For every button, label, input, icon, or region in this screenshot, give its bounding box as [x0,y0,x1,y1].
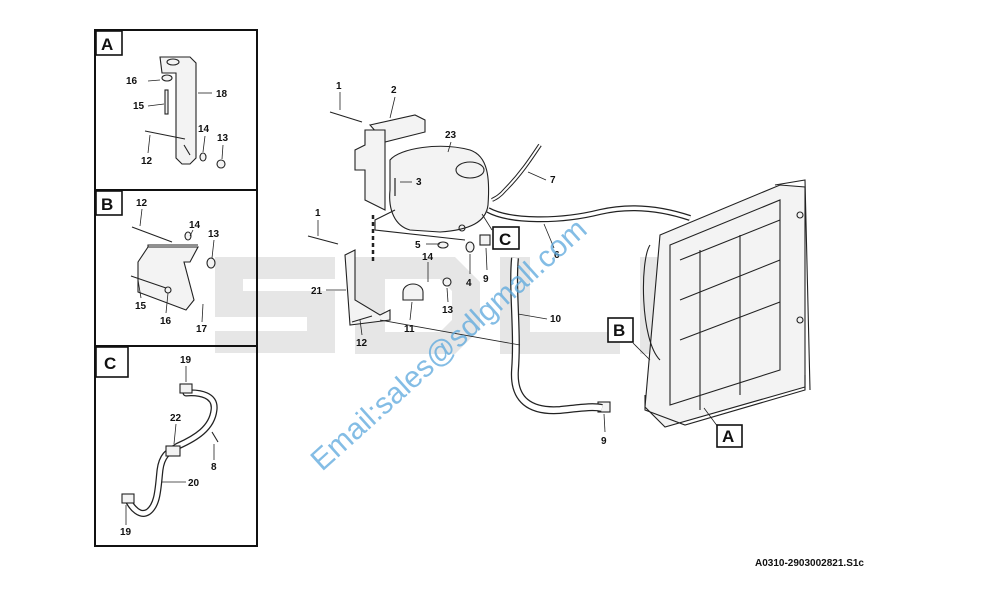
callout-11: 11 [404,324,415,335]
inset-b-callout-12: 12 [136,198,148,209]
inset-a-callout-12: 12 [141,156,153,167]
main-leaders [317,92,719,433]
inset-a-callout-14: 14 [198,124,210,135]
inset-c-frame [94,345,258,547]
callout-2: 2 [391,85,397,96]
inset-a-bracket [144,56,226,169]
callout-3: 3 [416,177,422,188]
inset-c-label-box [95,346,129,378]
view-a-marker: A [722,427,734,446]
inset-b-label: B [101,195,113,214]
inset-b-callout-14: 14 [189,220,201,231]
inset-c-callout-19-top: 19 [180,355,192,366]
callout-12: 12 [356,338,368,349]
expansion-tank-assembly [354,114,490,241]
callout-1-top: 1 [336,81,342,92]
view-c-marker-box [492,226,520,250]
callout-9-upper: 9 [483,274,489,285]
callout-5: 5 [415,240,421,251]
inset-b-callout-17: 17 [196,324,208,335]
inset-a-callout-18: 18 [216,89,228,100]
inset-b-leaders [137,208,215,323]
hoses [379,143,691,415]
inset-a-leaders [147,79,224,160]
figure-reference: A0310-2903002821.S1c [755,558,864,569]
inset-a-label: A [101,35,113,54]
inset-b-callout-16: 16 [160,316,172,327]
inset-a-callout-16: 16 [126,76,138,87]
callout-13: 13 [442,305,454,316]
inset-c-label: C [104,354,116,373]
inset-c-callout-20: 20 [188,478,200,489]
callout-23: 23 [445,130,457,141]
callout-7: 7 [550,175,556,186]
inset-a-callout-13: 13 [217,133,229,144]
inset-b-bracket [130,226,216,311]
inset-b-callout-13: 13 [208,229,220,240]
inset-a-label-box [95,30,123,56]
inset-b-callout-15: 15 [135,301,147,312]
view-b-marker-box [607,317,634,343]
view-b-marker: B [613,321,625,340]
inset-c-callout-19-bottom: 19 [120,527,132,538]
callout-10: 10 [550,314,562,325]
inset-c-callout-22: 22 [170,413,182,424]
view-c-marker: C [499,230,511,249]
inset-a-callout-15: 15 [133,101,145,112]
callout-4: 4 [466,278,472,289]
inset-c-callout-8: 8 [211,462,217,473]
callout-6: 6 [554,250,560,261]
callout-21: 21 [311,286,323,297]
callout-9-lower: 9 [601,436,607,447]
view-a-marker-box [716,424,743,448]
callout-1-middle: 1 [315,208,321,219]
radiator-assembly [642,179,811,428]
callout-14: 14 [422,252,434,263]
lower-bracket [307,215,424,326]
inset-b-label-box [95,190,123,216]
inset-c-hose [121,383,219,517]
inset-c-leaders [125,366,215,525]
